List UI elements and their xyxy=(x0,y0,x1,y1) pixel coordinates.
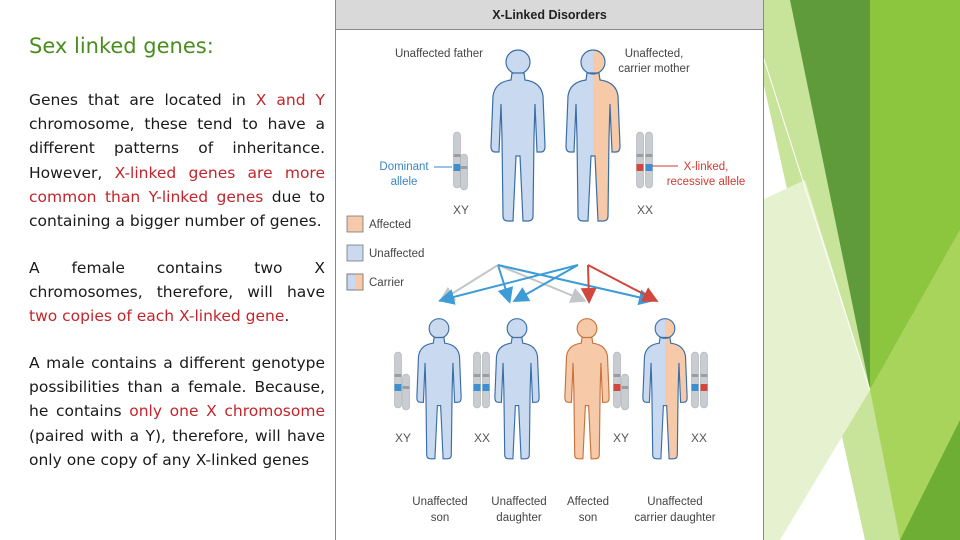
inheritance-diagram: Unaffected father Unaffected, carrier mo… xyxy=(346,48,746,524)
paragraph-text: A male contains a different genotype pos… xyxy=(29,354,325,421)
mother-label-line-1: Unaffected, xyxy=(625,48,684,60)
child-3-label-line-1: Affected xyxy=(567,496,609,508)
child-2-label-line-1: Unaffected xyxy=(491,496,546,508)
child-unaffected-daughter-icon xyxy=(494,318,540,460)
child-2-label-line-2: daughter xyxy=(496,512,542,524)
mother-genotype: XX xyxy=(637,203,653,217)
highlighted-text: X-linked genes are more common than Y-li… xyxy=(29,163,325,206)
child-carrier-daughter-icon xyxy=(642,318,688,460)
child-4-chromosomes-icon xyxy=(691,351,708,409)
child-unaffected-son-icon xyxy=(416,318,462,460)
child-2-chromosomes-icon xyxy=(473,351,490,409)
legend-affected: Affected xyxy=(369,219,411,231)
father-figure-icon xyxy=(490,49,546,222)
legend-carrier: Carrier xyxy=(369,277,404,289)
highlighted-text: two copies of each X-linked gene xyxy=(29,307,285,326)
recessive-callout-line-2: recessive allele xyxy=(667,176,746,188)
child-4-genotype: XX xyxy=(691,431,707,445)
legend: Affected Unaffected Carrier xyxy=(346,215,424,291)
paragraph-text: (paired with a Y), therefore, will have … xyxy=(29,426,325,469)
child-4-label-line-2: carrier daughter xyxy=(634,512,715,524)
slide-title: Sex linked genes: xyxy=(29,34,214,58)
child-1-chromosomes-icon xyxy=(394,351,410,411)
child-2-genotype: XX xyxy=(474,431,490,445)
inheritance-arrow-icon xyxy=(438,264,659,306)
child-3-chromosomes-icon xyxy=(613,351,629,411)
mother-chromosomes-icon xyxy=(636,131,653,189)
legend-swatch-unaffected xyxy=(346,244,364,262)
paragraph-male: A male contains a different genotype pos… xyxy=(29,351,325,472)
paragraph-text: due to containing a bigger number of gen… xyxy=(29,187,325,231)
paragraph-text: chromosome, these tend to have a differe… xyxy=(29,115,325,182)
child-1-label-line-1: Unaffected xyxy=(412,496,467,508)
father-genotype: XY xyxy=(453,203,469,217)
child-affected-son-icon xyxy=(564,318,610,460)
highlighted-text: X and Y xyxy=(255,91,325,109)
child-1-genotype: XY xyxy=(395,431,411,445)
mother-label-line-2: carrier mother xyxy=(618,63,690,75)
paragraph-female: A female contains two X chromosomes, the… xyxy=(29,256,325,329)
dominant-callout-line-2: allele xyxy=(391,176,418,188)
child-3-genotype: XY xyxy=(613,431,629,445)
child-3-label-line-2: son xyxy=(579,512,598,524)
father-chromosomes-icon xyxy=(453,131,468,191)
legend-swatch-affected xyxy=(346,215,364,233)
child-1-label-line-2: son xyxy=(431,512,450,524)
child-4-label-line-1: Unaffected xyxy=(647,496,702,508)
x-linked-figure: X-Linked Disorders xyxy=(335,0,764,540)
dominant-callout-line-1: Dominant xyxy=(379,161,429,173)
legend-unaffected: Unaffected xyxy=(369,248,424,260)
recessive-callout-line-1: X-linked, xyxy=(684,161,729,173)
father-label: Unaffected father xyxy=(395,48,483,60)
mother-figure-icon xyxy=(565,49,621,222)
figure-header: X-Linked Disorders xyxy=(336,0,763,30)
paragraph-text: . xyxy=(284,307,290,326)
paragraph-text: Genes that are located in xyxy=(29,91,256,109)
highlighted-text: only one X chromosome xyxy=(129,402,325,421)
paragraph-x-y-genes: Genes that are located in X and Y chromo… xyxy=(29,88,325,233)
paragraph-text: A female contains two X chromosomes, the… xyxy=(29,259,325,302)
